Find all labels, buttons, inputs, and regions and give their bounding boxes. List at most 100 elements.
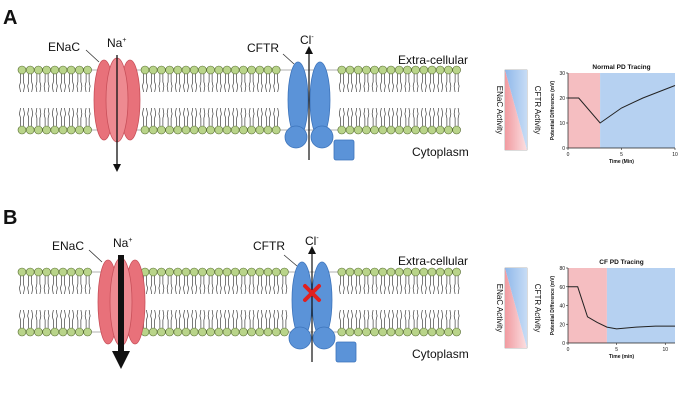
lipid-tail	[453, 276, 460, 295]
activity-indicator-a: ENaC Activity CFTR Activity	[495, 69, 542, 151]
lipid-tail	[248, 107, 255, 126]
lipid-tail	[388, 107, 394, 126]
lipid-tail	[27, 74, 34, 93]
lipid-tail	[60, 74, 66, 93]
lipid-head	[230, 327, 240, 337]
lipid-head	[157, 267, 166, 277]
enac-label-a: ENaC	[48, 40, 80, 54]
y-tick-label: 60	[559, 285, 565, 291]
x-tick-label: 10	[662, 347, 668, 353]
lipid-head	[189, 125, 199, 135]
lipid-tail	[265, 309, 271, 328]
lipid-head	[435, 327, 445, 337]
lipid-tail	[256, 309, 263, 328]
lipid-head	[25, 327, 35, 337]
lipid-tail	[19, 107, 25, 126]
lipid-head	[157, 125, 166, 135]
lipid-head	[25, 125, 35, 135]
lipid-head	[58, 125, 68, 135]
lipid-head	[198, 267, 207, 277]
lipid-head	[34, 125, 43, 135]
lipid-head	[394, 65, 404, 75]
lipid-tail	[396, 309, 403, 328]
lipid-tail	[142, 107, 148, 126]
enac-leader-line-b	[88, 249, 103, 263]
lipid-head	[66, 267, 76, 277]
lipid-tail	[379, 276, 386, 295]
lipid-head	[214, 65, 224, 75]
lipid-head	[411, 65, 420, 75]
lipid-tail	[248, 309, 255, 328]
lipid-tail	[199, 309, 206, 328]
lipid-head	[345, 267, 355, 277]
lipid-tail	[281, 276, 288, 295]
lipid-head	[148, 267, 158, 277]
lipid-head	[337, 125, 347, 135]
lipid-tail	[412, 276, 419, 295]
cftr-channel-b	[288, 261, 357, 363]
lipid-head	[239, 65, 248, 75]
lipid-head	[444, 267, 453, 277]
lipid-tail	[388, 74, 394, 93]
lipid-tail	[84, 309, 91, 328]
lipid-tail	[404, 74, 411, 93]
lipid-tail	[60, 107, 66, 126]
block-x-icon	[303, 284, 321, 302]
activity-indicator-b: ENaC Activity CFTR Activity	[495, 267, 542, 349]
lipid-head	[181, 327, 191, 337]
lipid-head	[66, 327, 76, 337]
enac-channel-b	[97, 257, 146, 347]
lipid-head	[247, 327, 256, 337]
lipid-tail	[158, 276, 165, 295]
y-axis-label: Potential Difference (mV)	[550, 275, 556, 335]
lipid-head	[435, 125, 445, 135]
lipid-tail	[248, 276, 255, 295]
lipid-tail	[60, 309, 66, 328]
na-label-a: Na+	[107, 36, 126, 50]
x-tick-label: 0	[567, 152, 570, 158]
lipid-tail	[215, 276, 222, 295]
lipid-tail	[43, 309, 50, 328]
lipid-head	[280, 327, 289, 337]
lipid-tail	[248, 74, 255, 93]
cftr-leader-line-a	[282, 53, 295, 65]
lipid-head	[411, 267, 420, 277]
lipid-tail	[379, 74, 386, 93]
lipid-tail	[207, 107, 214, 126]
lipid-head	[255, 65, 265, 75]
lipid-tail	[43, 107, 50, 126]
lipid-head	[378, 327, 388, 337]
lipid-tail	[265, 107, 271, 126]
lipid-tail	[347, 74, 353, 93]
lipid-tail	[158, 309, 165, 328]
lipid-tail	[437, 309, 444, 328]
lipid-tail	[429, 107, 435, 126]
lipid-tail	[51, 74, 58, 93]
lipid-head	[58, 65, 68, 75]
lipid-tail	[76, 74, 83, 93]
lipid-tail	[27, 309, 34, 328]
lipid-head	[345, 125, 355, 135]
lipid-tail	[84, 276, 91, 295]
lipid-tail	[445, 309, 452, 328]
lipid-head	[263, 267, 273, 277]
lipid-head	[239, 327, 248, 337]
lipid-head	[370, 267, 379, 277]
lipid-head	[435, 65, 445, 75]
extracellular-label-b: Extra-cellular	[398, 254, 468, 268]
lipid-tail	[445, 107, 452, 126]
lipid-head	[58, 267, 68, 277]
lipid-head	[173, 267, 183, 277]
lipid-tail	[191, 107, 198, 126]
cftr-channel-a	[284, 61, 355, 161]
lipid-head	[50, 327, 60, 337]
lipid-head	[427, 267, 437, 277]
lipid-tail	[273, 74, 280, 93]
lipid-head	[419, 65, 429, 75]
y-tick-label: 10	[559, 121, 565, 127]
enac-activity-label-b: ENaC Activity	[495, 284, 504, 332]
lipid-tail	[388, 276, 394, 295]
lipid-tail	[19, 309, 25, 328]
lipid-head	[452, 327, 461, 337]
lipid-head	[206, 65, 215, 75]
